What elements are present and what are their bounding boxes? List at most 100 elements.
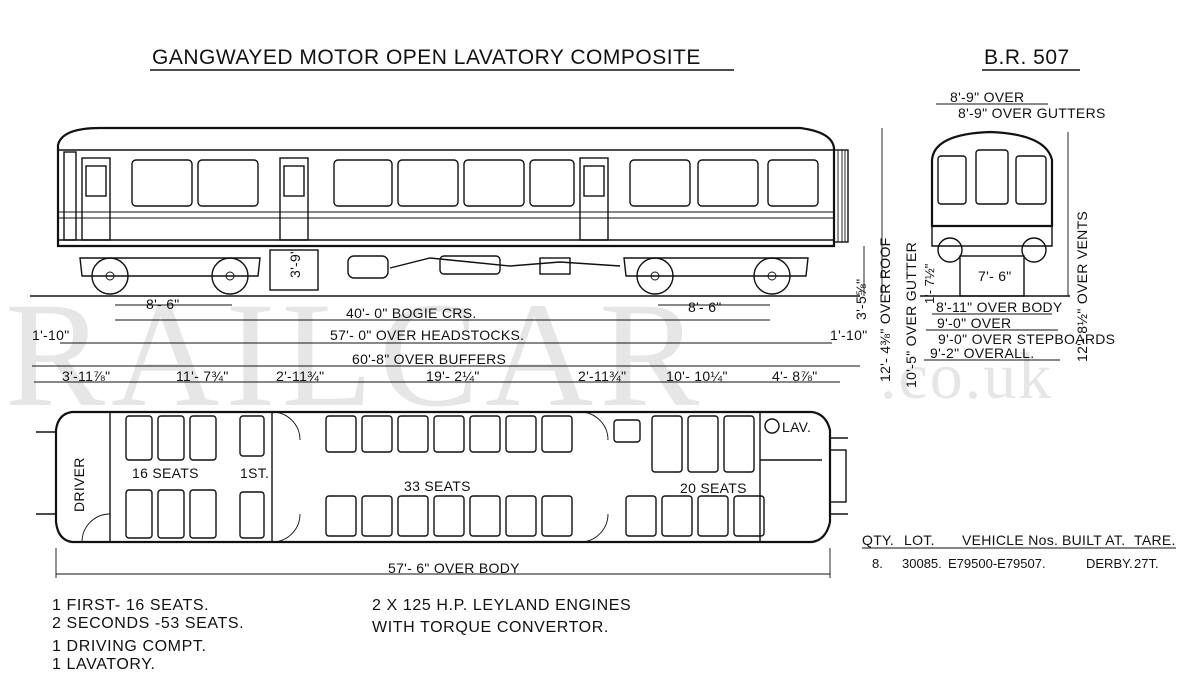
seat <box>723 415 755 473</box>
table-header-lot: LOT. <box>904 532 935 548</box>
seat <box>733 495 765 537</box>
seat <box>125 415 153 461</box>
seat <box>361 495 393 537</box>
table-cell-qty: 8. <box>872 556 883 571</box>
accommodation-line-4: 1 LAVATORY. <box>52 656 156 673</box>
seat <box>397 495 429 537</box>
bogie-wheelbase-left: 8'- 6" <box>146 296 180 312</box>
buffer-left <box>937 237 963 263</box>
engine-block <box>269 249 319 291</box>
plan-dimension-row: 3'-11⅞" 11'- 7¾" 2'-11¾" 19'- 2¼" 2'-11¾… <box>34 368 840 384</box>
gangway-plan <box>829 449 847 503</box>
table-header-built: BUILT AT. <box>1062 532 1125 548</box>
passenger-door <box>579 157 609 241</box>
body-outline <box>56 126 836 248</box>
diagram-reference: B.R. 507 <box>984 46 1070 69</box>
end-body-outline <box>930 130 1054 228</box>
table-header-tare: TARE. <box>1134 532 1176 548</box>
seat <box>397 415 429 453</box>
seat <box>361 415 393 453</box>
seat <box>651 415 683 473</box>
plan-dim-2: 11'- 7¾" <box>176 368 229 384</box>
over-headstocks-dim: 57'- 0" OVER HEADSTOCKS. <box>330 327 524 343</box>
side-windows <box>131 159 819 207</box>
seat <box>433 415 465 453</box>
seat <box>239 415 265 457</box>
seat <box>697 495 729 537</box>
accommodation-line-3: 1 DRIVING COMPT. <box>52 638 207 655</box>
second-seats-b-label: 20 SEATS <box>680 480 747 496</box>
plan-overall-dim: 57'- 6" OVER BODY <box>55 548 831 578</box>
seat <box>189 489 217 539</box>
accommodation-line-2: 2 SECONDS -53 SEATS. <box>52 615 244 632</box>
seat <box>325 415 357 453</box>
torque-convertor <box>347 255 389 279</box>
end-window-left <box>937 155 967 205</box>
transmission-shaft <box>389 257 621 269</box>
plan-dim-3: 2'-11¾" <box>276 368 324 384</box>
buffer-left-dim: 1'-10" <box>32 327 69 343</box>
seat <box>625 495 657 537</box>
floor-plan: DRIVER 16 SEATS 1ST. 33 SEATS 20 SEATS L… <box>36 410 848 544</box>
seat <box>433 495 465 537</box>
bogie-width-dim: 7'- 6" <box>978 268 1012 284</box>
gangway-bellows <box>833 149 849 243</box>
plan-dim-5: 2'-11¾" <box>578 368 626 384</box>
over-body-dim: 8'-11" OVER BODY <box>936 299 1063 315</box>
table-header-vehicle: VEHICLE Nos. <box>962 532 1058 548</box>
lavatory-basin <box>764 418 780 434</box>
end-window-right <box>1015 155 1047 205</box>
over-buffers-dim: 60'-8" OVER BUFFERS <box>352 351 506 367</box>
seat <box>125 489 153 539</box>
plan-dim-4: 19'- 2¼" <box>426 368 480 384</box>
end-elevation: 8'-9" OVER 8'-9" OVER GUTTERS 12'- 8½" O… <box>920 89 1115 362</box>
seat <box>541 495 573 537</box>
accommodation-notes: 1 FIRST- 16 SEATS. 2 SECONDS -53 SEATS. … <box>52 597 244 673</box>
table-header-qty: QTY. <box>862 532 894 548</box>
over-gutter-dim: 10'-5" OVER GUTTER <box>903 242 919 388</box>
plan-dim-7: 4'- 8⅞" <box>772 368 818 384</box>
watermark-main: RAILCAR <box>5 272 705 438</box>
table-cell-tare: 27T. <box>1134 556 1159 571</box>
engine-notes: 2 X 125 H.P. LEYLAND ENGINES WITH TORQUE… <box>372 597 631 636</box>
bogie-right <box>623 257 809 295</box>
seat <box>157 415 185 461</box>
engine-line-2: WITH TORQUE CONVERTOR. <box>372 619 609 636</box>
seating-layout <box>125 415 765 539</box>
accommodation-line-1: 1 FIRST- 16 SEATS. <box>52 597 209 614</box>
over-stepboards-dim: 9'-0" OVER STEPBOARDS <box>938 331 1115 347</box>
end-window-centre <box>975 149 1009 205</box>
plan-dim-1: 3'-11⅞" <box>62 368 110 384</box>
build-table: QTY. LOT. VEHICLE Nos. BUILT AT. TARE. 8… <box>862 532 1176 571</box>
side-elevation <box>30 126 860 297</box>
table-cell-lot: 30085. <box>902 556 942 571</box>
buffer-right <box>1021 237 1047 263</box>
overall-width-dim: 9'-2" OVERALL. <box>930 345 1034 361</box>
bogie-left <box>79 257 261 295</box>
seat <box>325 495 357 537</box>
cab-door <box>63 151 77 241</box>
over-roof-dim: 12'- 4⅜" OVER ROOF <box>877 237 893 382</box>
seat <box>469 415 501 453</box>
first-class-label: 1ST. <box>240 465 269 481</box>
over-stepboards-line1: 9'-0" OVER <box>937 315 1011 331</box>
over-gutters-line1: 8'-9" OVER <box>950 89 1024 105</box>
passenger-door <box>81 157 111 241</box>
seat <box>505 415 537 453</box>
seat <box>469 495 501 537</box>
step-height-dim: 1'- 7½" <box>922 263 937 304</box>
side-dimensions: 3'-9" 8'- 6" 8'- 6" 40'- 0" BOGIE CRS. 5… <box>32 128 919 388</box>
lavatory-label: LAV. <box>782 419 811 435</box>
second-seats-a-label: 33 SEATS <box>404 478 471 494</box>
railcar-watermark: RAILCAR .co.uk <box>5 272 1051 438</box>
engine-line-1: 2 X 125 H.P. LEYLAND ENGINES <box>372 597 631 614</box>
seat <box>541 415 573 453</box>
seat <box>613 419 641 443</box>
seat <box>157 489 185 539</box>
seat <box>239 491 265 539</box>
seat <box>661 495 693 537</box>
plan-dim-6: 10'- 10¼" <box>666 368 728 384</box>
buffer-right-dim: 1'-10" <box>830 327 867 343</box>
gearbox <box>439 255 501 275</box>
